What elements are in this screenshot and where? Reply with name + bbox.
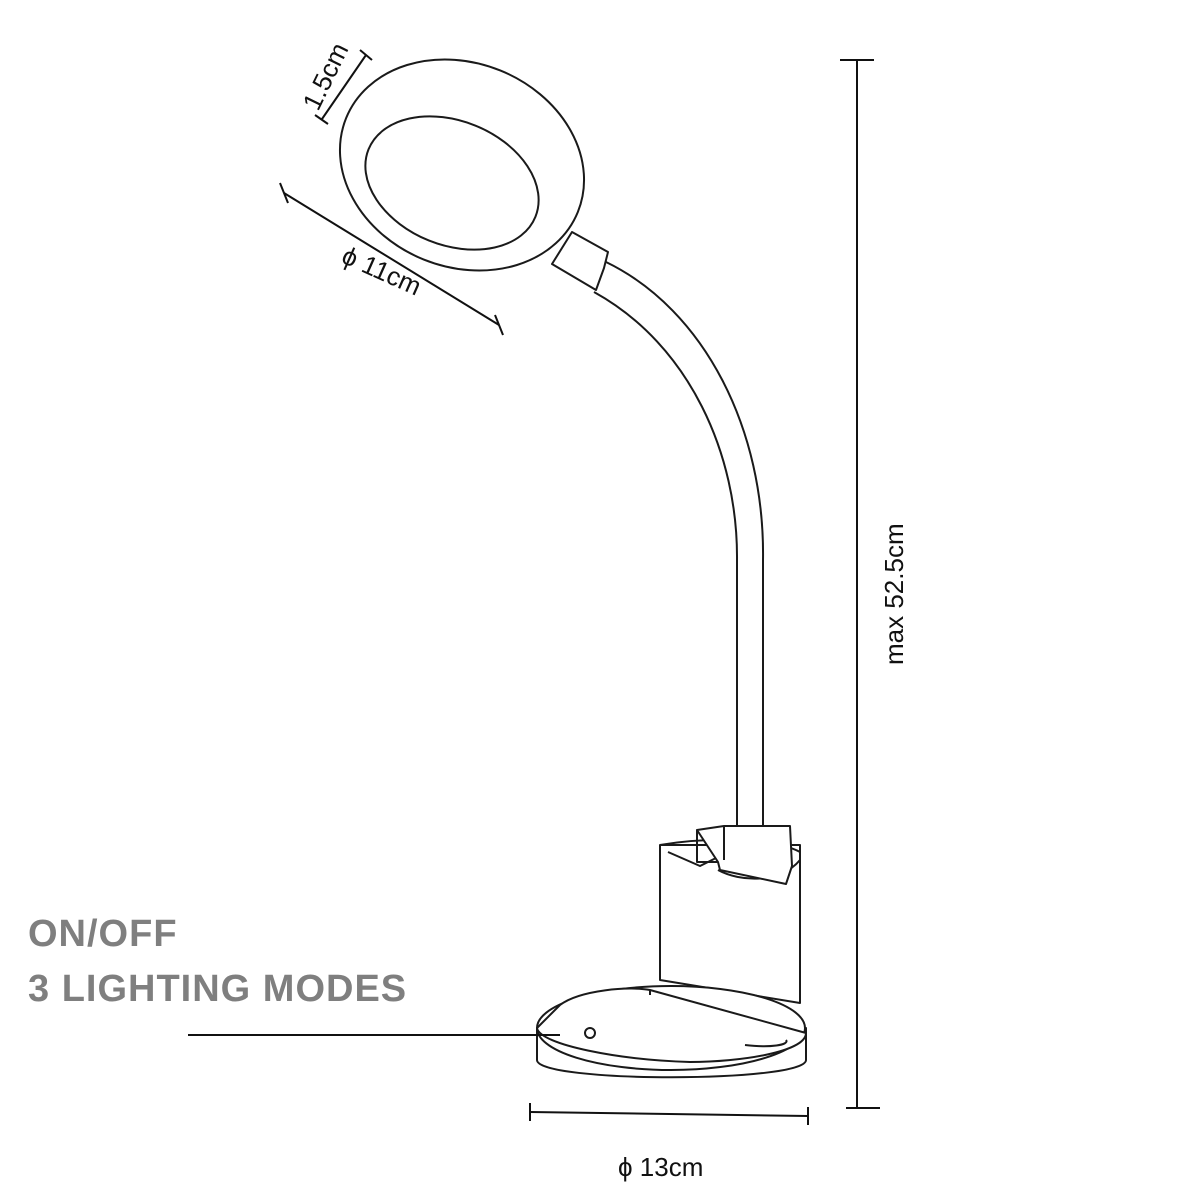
head-diameter-dimension — [279, 182, 504, 336]
lamp-neck-connector — [551, 231, 609, 291]
lamp-head — [338, 58, 586, 272]
arm-clamp — [696, 825, 793, 885]
head-thickness-dimension — [314, 49, 373, 125]
feature-label-lighting-modes: 3 LIGHTING MODES — [28, 968, 407, 1010]
feature-label-on-off: ON/OFF — [28, 913, 178, 955]
head-thickness-label: 1.5cm — [296, 38, 354, 115]
gooseneck-arm — [593, 261, 765, 830]
lamp-base — [536, 985, 807, 1079]
base-diameter-label: ϕ 13cm — [618, 1152, 703, 1182]
touch-button — [584, 1027, 596, 1039]
base-diameter-dimension — [529, 1103, 809, 1125]
height-label: max 52.5cm — [879, 523, 909, 665]
height-dimension — [840, 59, 880, 1109]
